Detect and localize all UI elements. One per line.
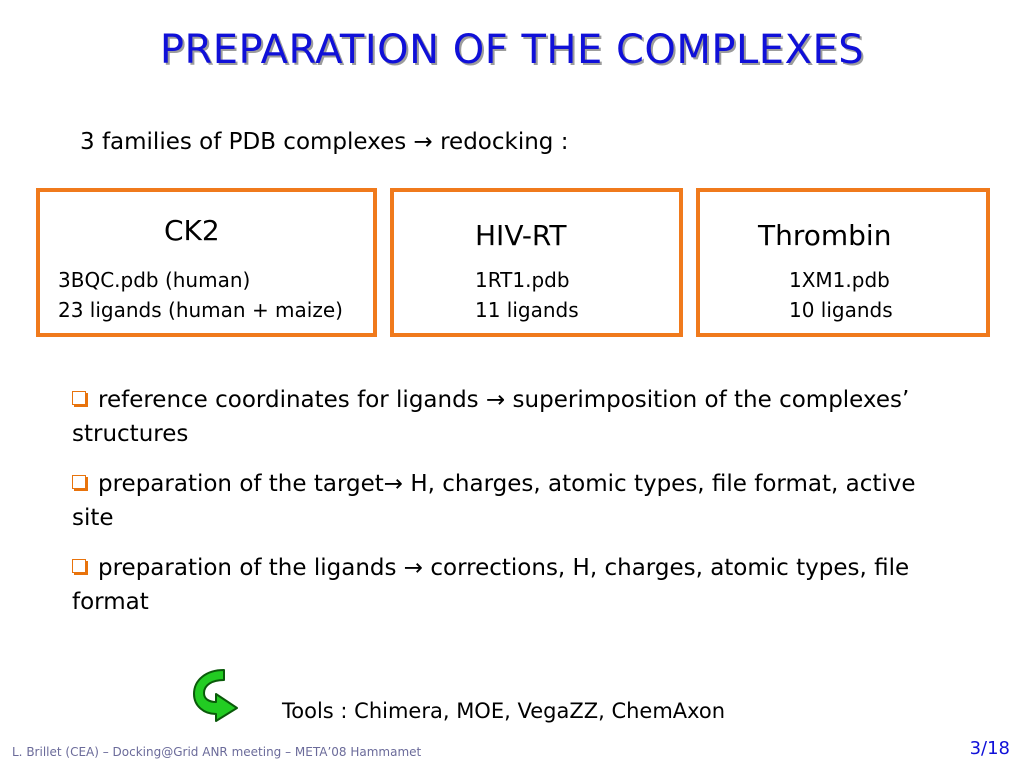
family-name: HIV-RT — [475, 219, 567, 252]
family-box-ck2: CK2 3BQC.pdb (human) 23 ligands (human +… — [36, 188, 377, 337]
family-pdb: 3BQC.pdb (human) — [58, 268, 251, 292]
footer-credit: L. Brillet (CEA) – Docking@Grid ANR meet… — [12, 745, 422, 759]
family-box-thrombin: Thrombin 1XM1.pdb 10 ligands — [696, 188, 990, 337]
bullet-text: reference coordinates for ligands → supe… — [72, 387, 910, 447]
bullet-list: reference coordinates for ligands → supe… — [72, 383, 932, 635]
square-bullet-icon — [72, 559, 86, 573]
square-bullet-icon — [72, 475, 86, 489]
family-ligands: 23 ligands (human + maize) — [58, 298, 343, 322]
slide-title: PREPARATION OF THE COMPLEXES — [159, 27, 865, 73]
family-pdb: 1RT1.pdb — [475, 268, 570, 292]
bullet-item: preparation of the target→ H, charges, a… — [72, 467, 932, 535]
family-ligands: 11 ligands — [475, 298, 579, 322]
bullet-text: preparation of the target→ H, charges, a… — [72, 471, 916, 531]
bullet-item: preparation of the ligands → corrections… — [72, 551, 932, 619]
family-name: Thrombin — [758, 219, 892, 252]
family-name: CK2 — [164, 214, 220, 247]
family-ligands: 10 ligands — [789, 298, 893, 322]
family-pdb: 1XM1.pdb — [789, 268, 890, 292]
bullet-item: reference coordinates for ligands → supe… — [72, 383, 932, 451]
curved-arrow-icon — [193, 669, 238, 722]
square-bullet-icon — [72, 391, 86, 405]
intro-line: 3 families of PDB complexes → redocking … — [80, 129, 569, 155]
family-box-hiv-rt: HIV-RT 1RT1.pdb 11 ligands — [390, 188, 683, 337]
tools-line: Tools : Chimera, MOE, VegaZZ, ChemAxon — [282, 699, 726, 723]
page-number: 3/18 — [969, 738, 1010, 759]
bullet-text: preparation of the ligands → corrections… — [72, 555, 910, 615]
